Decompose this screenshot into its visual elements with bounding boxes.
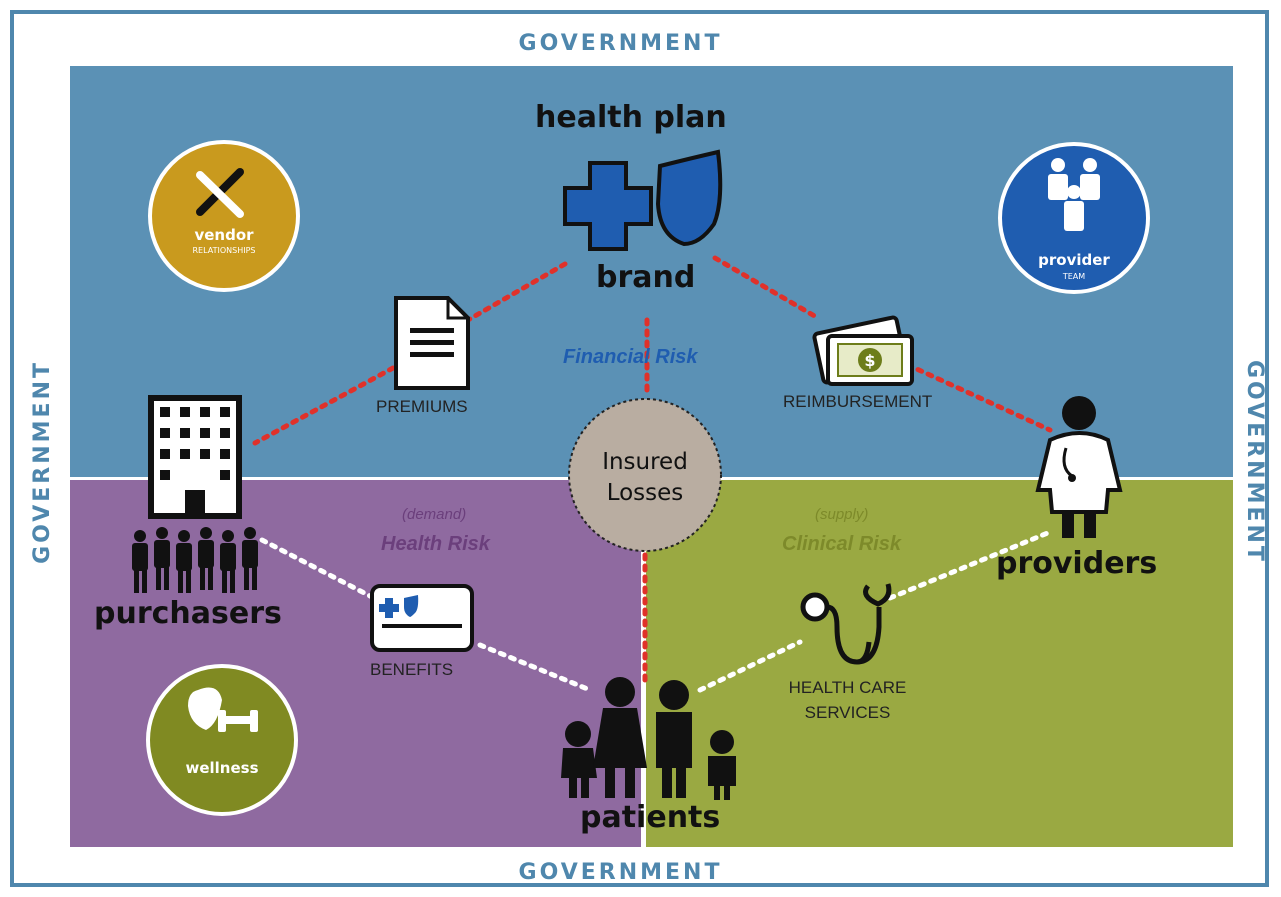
providers-label: providers [996, 546, 1158, 581]
government-right-label: GOVERNMENT [1242, 360, 1267, 564]
provider-badge-subtitle: TEAM [1062, 272, 1086, 281]
health-plan-title: health plan [535, 100, 727, 135]
health-care-services-label: HEALTH CARE SERVICES [770, 675, 925, 725]
insured-losses-line1: Insured [602, 449, 688, 475]
vendor-badge-title: vendor [194, 226, 254, 244]
wellness-badge-title: wellness [185, 759, 259, 777]
purchasers-region [70, 480, 641, 847]
financial-risk-label: Financial Risk [563, 346, 698, 368]
brand-label: brand [596, 260, 696, 295]
government-bottom-label: GOVERNMENT [518, 860, 723, 885]
insured-losses-label: Insured Losses [569, 447, 721, 509]
provider-badge-title: provider [1038, 251, 1110, 269]
demand-label: (demand) [402, 506, 467, 523]
government-left-label: GOVERNMENT [30, 360, 55, 564]
supply-label: (supply) [815, 506, 869, 523]
premiums-label: PREMIUMS [376, 397, 468, 416]
government-top-label: GOVERNMENT [518, 31, 723, 56]
clinical-risk-label: Clinical Risk [782, 533, 901, 555]
providers-region [646, 480, 1233, 847]
outer-frame [10, 10, 1269, 887]
patients-label: patients [580, 800, 721, 835]
purchasers-label: purchasers [94, 596, 282, 631]
insured-losses-line2: Losses [606, 480, 684, 506]
benefits-label: BENEFITS [370, 660, 454, 679]
services-line1: HEALTH CARE [788, 678, 907, 697]
reimbursement-label: REIMBURSEMENT [783, 392, 933, 411]
services-line2: SERVICES [804, 703, 891, 722]
health-risk-label: Health Risk [381, 533, 490, 555]
vendor-badge-subtitle: RELATIONSHIPS [192, 246, 256, 255]
